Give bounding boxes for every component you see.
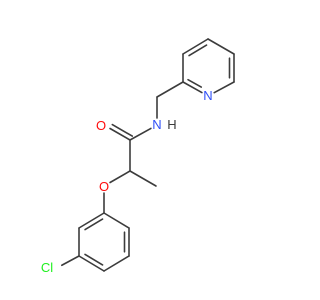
double-bond-c_carbonyl-o_carbonyl	[109, 127, 131, 141]
atom-label-cl: Cl	[41, 260, 53, 275]
atom-label-n_amide: N	[152, 117, 161, 132]
atom-label-n_pyridine: N	[203, 88, 212, 103]
single-bond-c_alpha-c_methyl	[129, 170, 157, 187]
single-bond-c_pyr_c2-c_methylene	[156, 81, 184, 98]
double-bond-c_pyr_ch_tl-c_pyr_ch_top	[182, 38, 209, 55]
double-bond-c_ph_ipso-c_ph_ortho_a	[78, 212, 105, 229]
single-bond-c_ph_para-c_ph_meta_b	[103, 255, 130, 272]
double-bond-c_pyr_ch_tl-c_pyr_ch_top-inner	[188, 44, 208, 57]
double-bond-c_ph_ipso-c_ph_ortho_a-inner	[84, 218, 104, 231]
double-bond-n_pyridine-c_pyr_c2	[182, 81, 203, 94]
atom-label-o_ether: O	[99, 179, 109, 194]
double-bond-c_carbonyl-o_carbonyl-second	[111, 123, 134, 137]
single-bond-c_alpha-o_ether	[109, 170, 131, 184]
atom-label-h_amide: H	[167, 117, 176, 132]
single-bond-c_ph_ortho_b-c_ph_ipso	[103, 212, 130, 229]
bond-layer	[61, 38, 235, 272]
double-bond-c_ph_meta_cl-c_ph_para-inner	[84, 253, 104, 266]
single-bond-c_pyr_ch_top-c_pyr_ch_tr	[207, 38, 235, 55]
double-bond-c_ph_meta_cl-c_ph_para	[78, 255, 105, 272]
single-bond-c_pyr_ch_br-n_pyridine	[213, 81, 235, 94]
double-bond-n_pyridine-c_pyr_c2-inner	[187, 78, 203, 88]
single-bond-c_ph_meta_cl-cl	[61, 255, 80, 267]
atom-label-o_carbonyl: O	[96, 118, 106, 133]
single-bond-n_amide-c_carbonyl	[129, 127, 152, 141]
